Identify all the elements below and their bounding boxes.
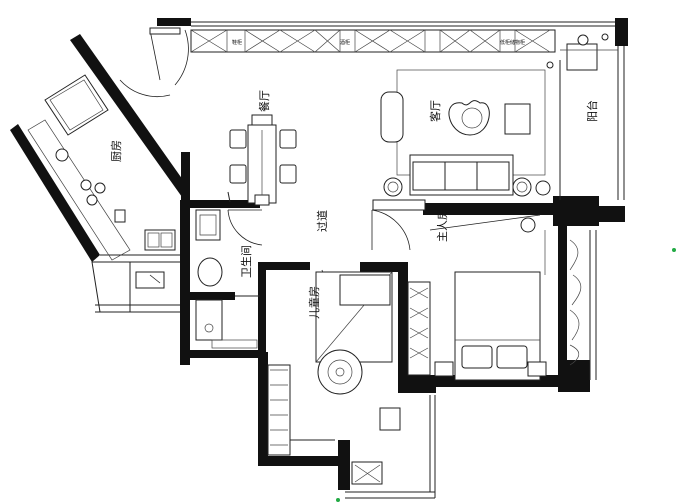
room-label-corridor: 过道 <box>315 210 329 232</box>
room-label-dining: 餐厅 <box>257 90 271 112</box>
cabinet-tag-storage: 低柜储物柜 <box>500 39 525 46</box>
room-label-kitchen: 厨房 <box>110 140 123 162</box>
kids-room-fixtures <box>267 271 401 485</box>
marker-dot-right <box>672 248 676 252</box>
room-label-kids-room: 儿童房 <box>307 286 321 319</box>
cabinet-tag-shoe: 鞋柜 <box>232 39 242 46</box>
room-label-living: 客厅 <box>428 100 442 122</box>
entry-door <box>119 27 189 98</box>
room-label-master-bedroom: 主人房 <box>436 209 449 242</box>
room-labels: 餐厅 客厅 阳台 厨房 卫生间 过道 主人房 儿童房 <box>110 90 599 319</box>
marker-dot-bottom <box>336 498 340 502</box>
master-bedroom-fixtures <box>407 217 582 381</box>
dining-set <box>227 114 297 206</box>
structural-walls <box>10 18 628 499</box>
room-label-balcony: 阳台 <box>585 100 599 122</box>
cabinet-tag-wine: 酒柜 <box>340 39 350 46</box>
top-cabinets: 鞋柜 酒柜 低柜储物柜 <box>190 29 556 53</box>
room-label-bathroom: 卫生间 <box>239 245 253 278</box>
bathroom-fixtures <box>195 209 263 349</box>
balcony-fixtures <box>546 33 618 71</box>
living-set <box>380 60 561 200</box>
kitchen-fixtures <box>27 74 176 289</box>
